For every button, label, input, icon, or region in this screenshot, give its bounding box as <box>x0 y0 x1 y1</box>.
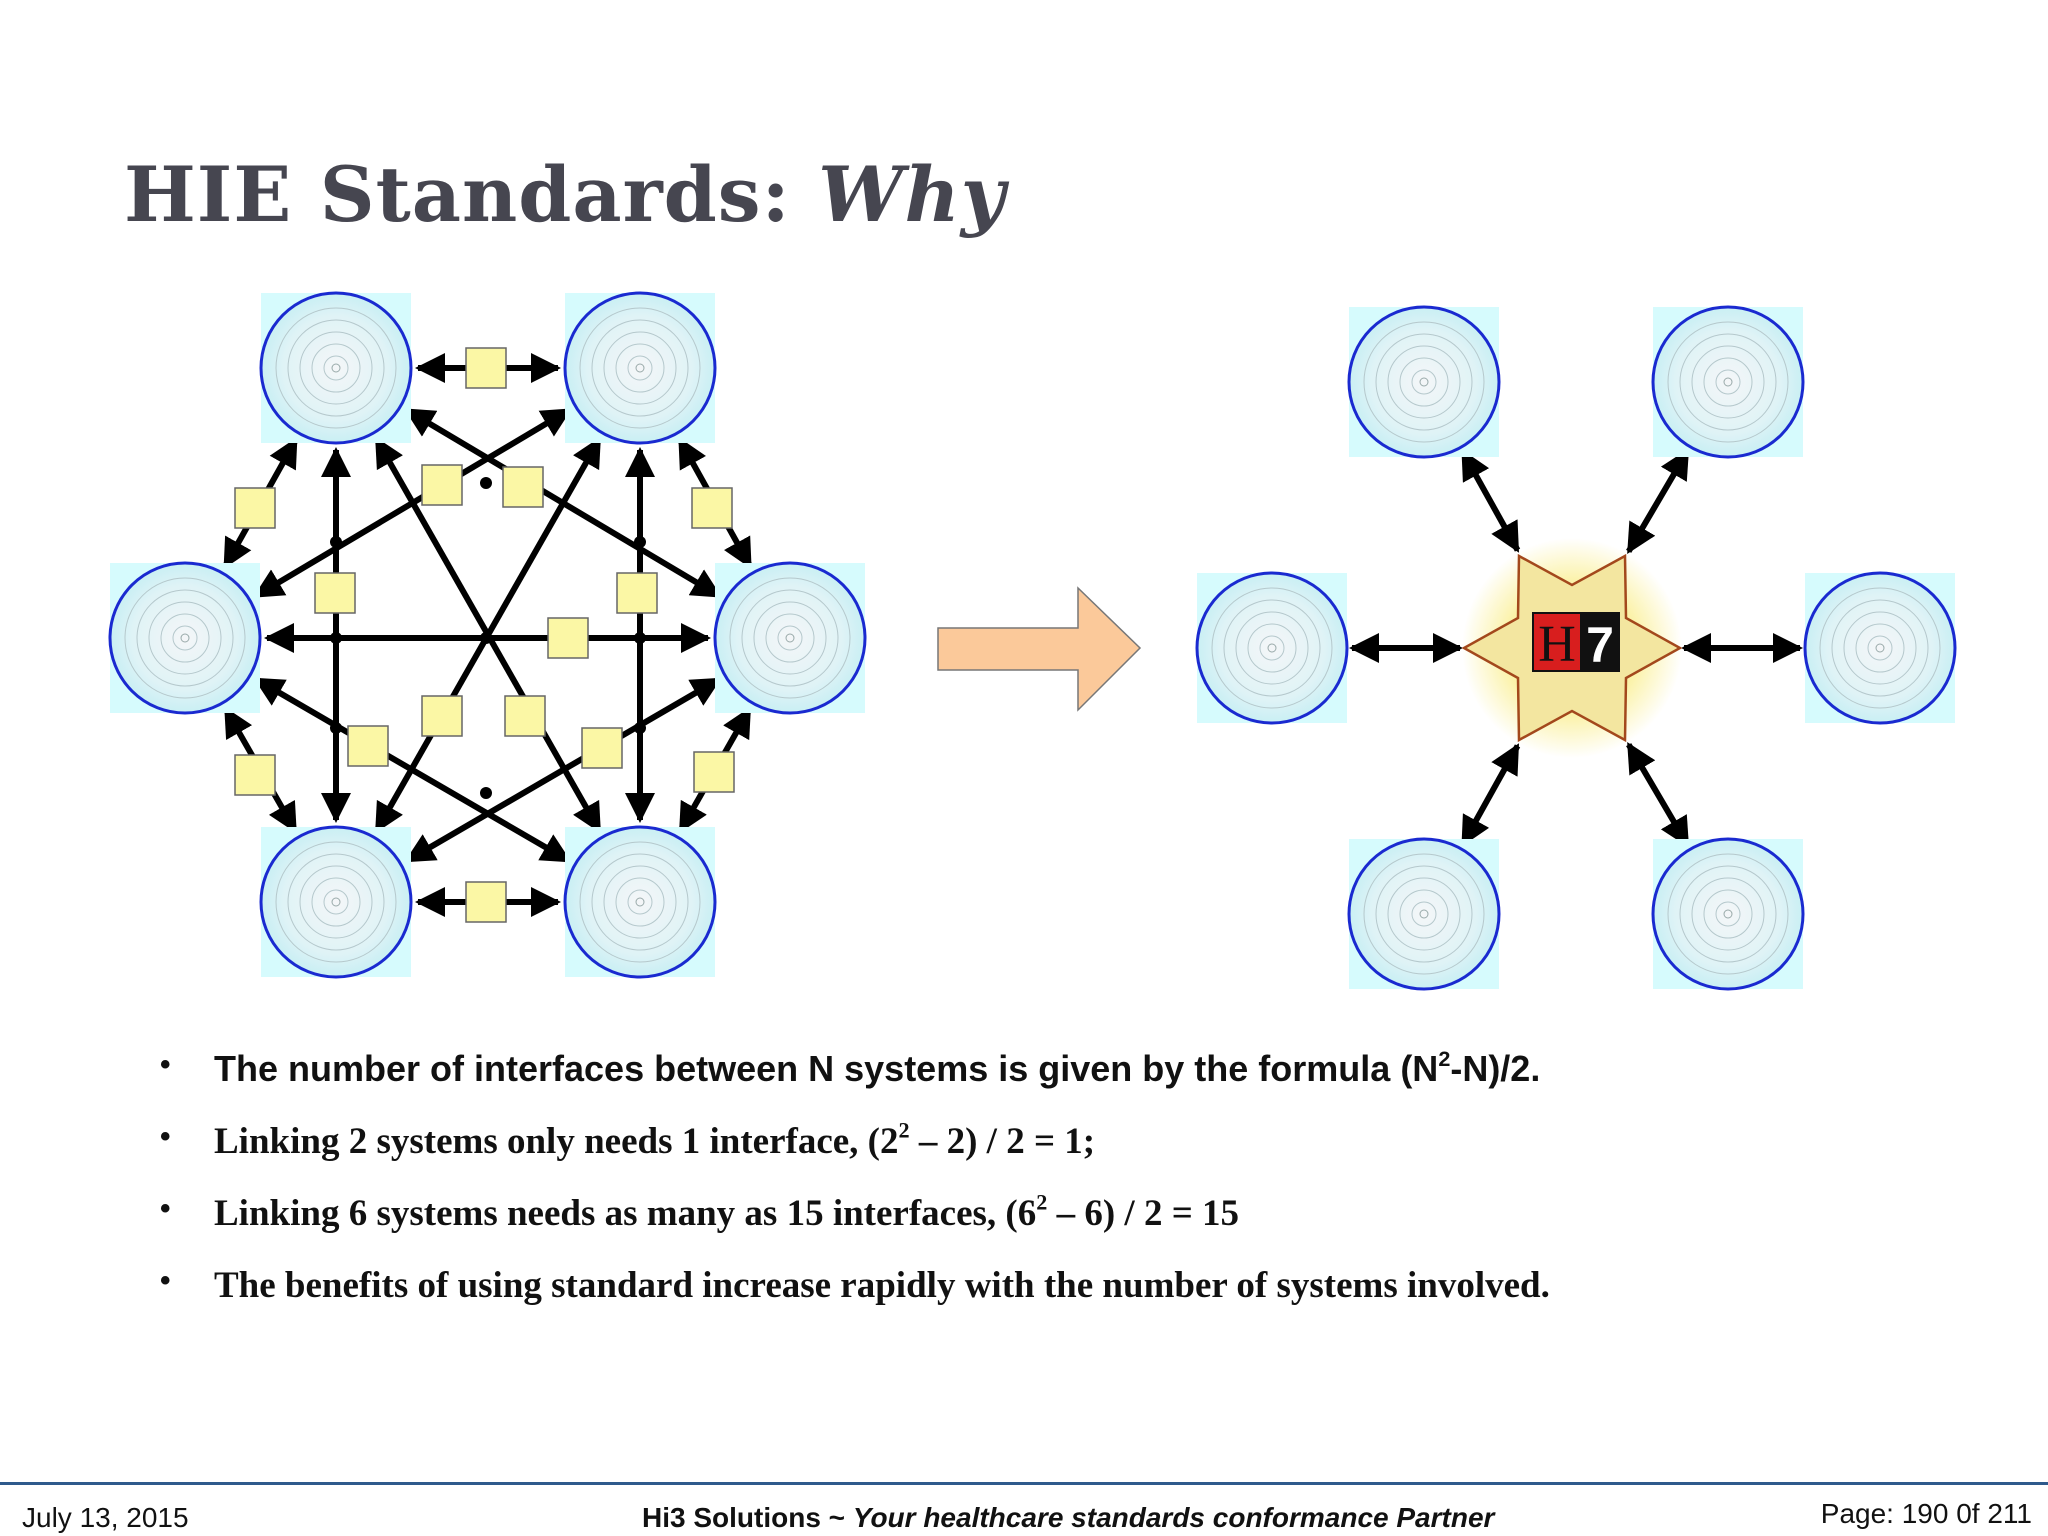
hub-network <box>1195 305 1957 991</box>
system-node <box>563 291 717 445</box>
bullet-item: • The benefits of using standard increase… <box>150 1264 1990 1336</box>
junction-dot <box>634 722 646 734</box>
bullet-item: • Linking 6 systems needs as many as 15 i… <box>150 1189 1990 1264</box>
footer-tagline: Your healthcare standards conformance Pa… <box>852 1502 1495 1533</box>
hub-label-left: H <box>1538 616 1576 673</box>
junction-dot <box>480 477 492 489</box>
bullet-marker: • <box>160 1192 171 1225</box>
system-node <box>1803 571 1957 725</box>
footer-page-number: Page: 190 0f 211 <box>1820 1498 2032 1529</box>
footer-company-name: Hi3 Solutions ~ <box>642 1502 853 1533</box>
interface-box <box>465 881 507 923</box>
interface-arrow <box>1460 449 1521 553</box>
bullet-marker: • <box>160 1264 171 1297</box>
interface-box <box>502 466 544 508</box>
bullet-text: Linking 6 systems needs as many as 15 in… <box>214 1193 1037 1234</box>
system-node <box>1651 305 1805 459</box>
system-node <box>1651 837 1805 991</box>
junction-dot <box>330 632 342 644</box>
footer-date: July 13, 2015 <box>22 1502 189 1533</box>
interface-box <box>581 727 623 769</box>
interface-box <box>347 725 389 767</box>
bullet-sup: 2 <box>898 1117 910 1143</box>
system-node <box>713 561 867 715</box>
bullet-item: • Linking 2 systems only needs 1 interfac… <box>150 1117 1990 1192</box>
system-node <box>1195 571 1349 725</box>
bullet-text: The number of interfaces between N syste… <box>214 1048 1439 1089</box>
system-node <box>1347 837 1501 991</box>
footer-company: Hi3 Solutions ~ Your healthcare standard… <box>642 1502 1494 1534</box>
interface-box <box>465 347 507 389</box>
hl7-hub: H 7 <box>1461 538 1683 758</box>
interface-box <box>693 751 735 793</box>
junction-dot <box>634 536 646 548</box>
bullet-marker: • <box>160 1120 171 1153</box>
junction-dot <box>480 632 492 644</box>
footer-divider <box>0 1482 2048 1485</box>
junction-dot <box>634 632 646 644</box>
bullet-text-end: – 2) / 2 = 1; <box>909 1121 1096 1162</box>
interface-box <box>421 695 463 737</box>
system-node <box>259 825 413 979</box>
bullet-item: • The number of interfaces between N syst… <box>150 1048 1990 1120</box>
system-node <box>563 825 717 979</box>
bullet-sup: 2 <box>1036 1189 1048 1215</box>
interface-box <box>504 695 546 737</box>
bullet-list: • The number of interfaces between N syst… <box>150 1048 1990 1336</box>
interface-arrow <box>1460 743 1521 847</box>
bullet-text-end: -N)/2. <box>1450 1048 1541 1089</box>
bullet-text-end: – 6) / 2 = 15 <box>1047 1193 1240 1234</box>
interface-box <box>234 487 276 529</box>
slide-title: HIE Standards: Why <box>124 150 1006 239</box>
title-main: HIE Standards: <box>124 150 819 239</box>
interface-arrow <box>1626 742 1691 848</box>
interface-arrow <box>1626 448 1691 554</box>
title-emphasis: Why <box>818 150 1006 239</box>
bullet-text: The benefits of using standard increase … <box>214 1265 1550 1306</box>
point-to-point-network <box>108 291 867 979</box>
bullet-marker: • <box>160 1048 171 1081</box>
junction-dot <box>330 722 342 734</box>
interface-box <box>234 754 276 796</box>
transition-arrow <box>937 586 1142 712</box>
interface-box <box>421 464 463 506</box>
interface-box <box>314 572 356 614</box>
junction-dot <box>480 787 492 799</box>
bullet-text: Linking 2 systems only needs 1 interface… <box>214 1121 899 1162</box>
bullet-sup: 2 <box>1438 1045 1451 1071</box>
system-node <box>1347 305 1501 459</box>
system-node <box>259 291 413 445</box>
interface-box <box>616 572 658 614</box>
system-node <box>108 561 262 715</box>
junction-dot <box>330 536 342 548</box>
interface-arrow <box>404 676 722 864</box>
interface-box <box>547 617 589 659</box>
hub-label-right: 7 <box>1586 617 1614 673</box>
interface-box <box>691 487 733 529</box>
